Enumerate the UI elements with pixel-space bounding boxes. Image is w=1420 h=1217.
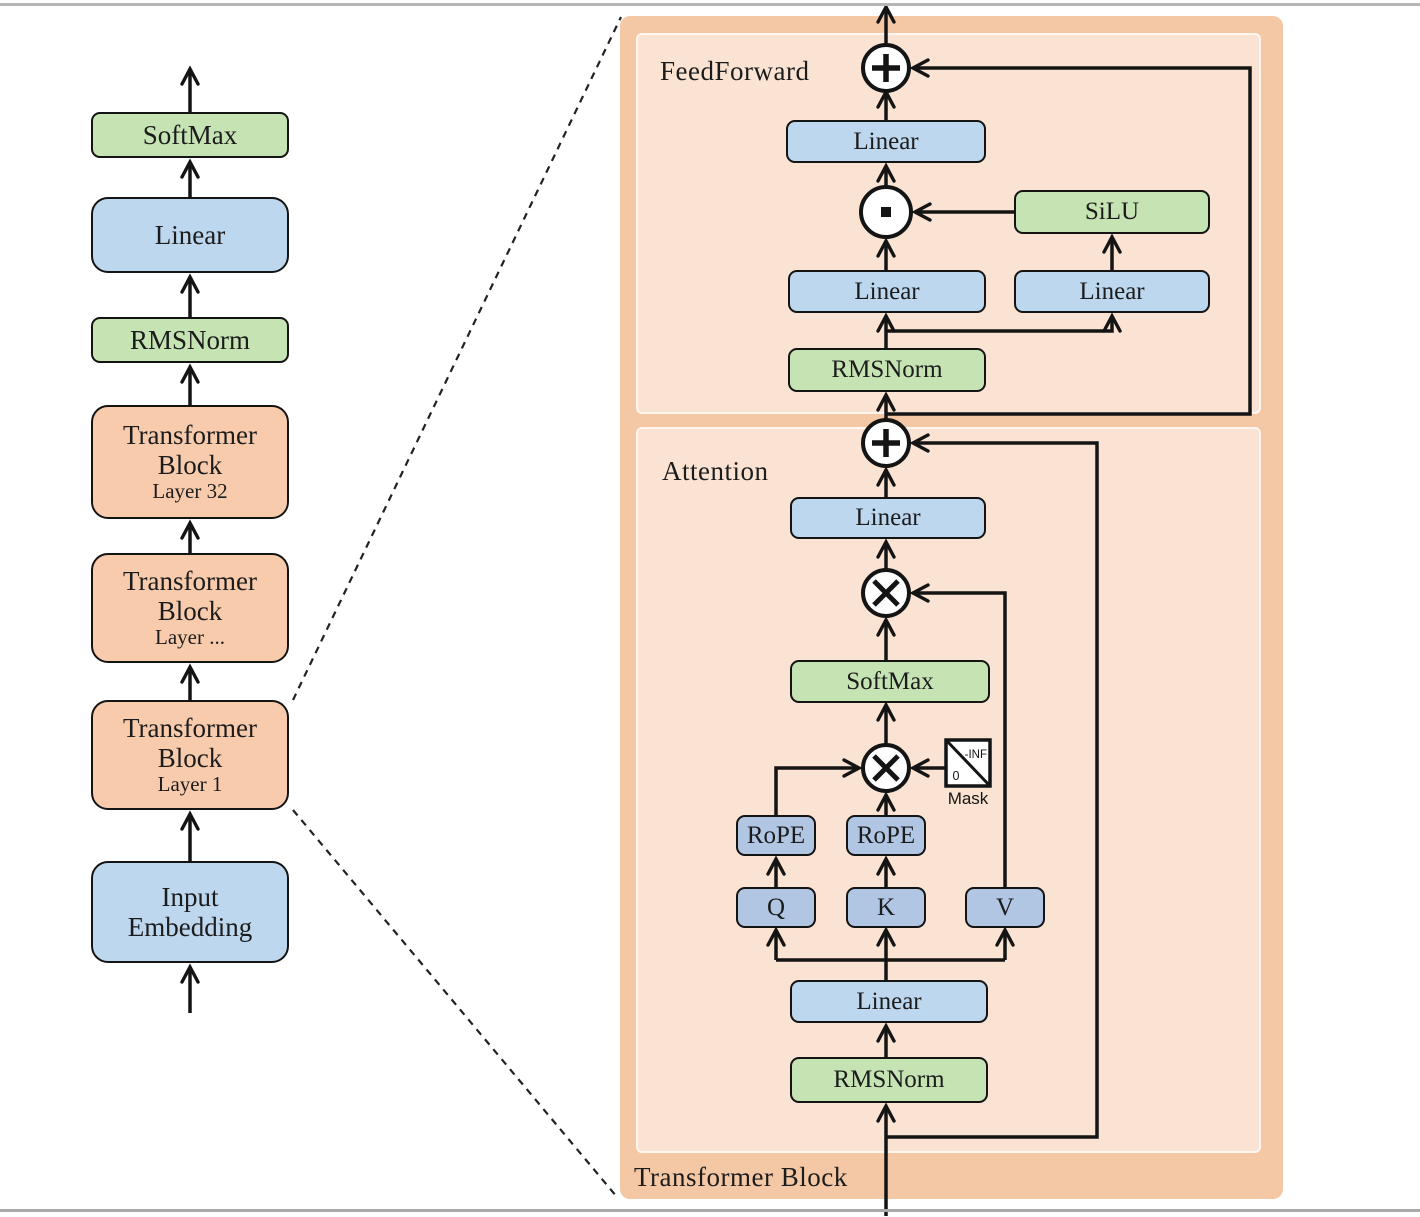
block1-line2: Block — [157, 743, 223, 774]
attn-k-box: K — [846, 887, 926, 928]
left-rmsnorm-label: RMSNorm — [129, 324, 251, 355]
ff-linear-up-label: Linear — [1079, 277, 1145, 305]
attn-v-label: V — [995, 893, 1015, 921]
attn-linear-out-box: Linear — [790, 497, 986, 539]
left-softmax-label: SoftMax — [142, 119, 238, 150]
ff-linear-gate-box: Linear — [788, 270, 986, 313]
ff-rmsnorm-label: RMSNorm — [831, 356, 943, 383]
ff-linear-out-label: Linear — [853, 127, 919, 155]
ff-rmsnorm-box: RMSNorm — [788, 348, 986, 392]
input-embedding-line1: Input — [161, 881, 219, 912]
left-input-embedding-box: Input Embedding — [91, 861, 289, 963]
blockmid-line1: Transformer — [123, 566, 257, 596]
feedforward-label: FeedForward — [660, 56, 810, 86]
ff-linear-out-box: Linear — [786, 120, 986, 163]
left-softmax-box: SoftMax — [91, 112, 289, 158]
attn-k-label: K — [876, 893, 896, 921]
attn-rope-q-box: RoPE — [736, 815, 816, 856]
left-transformer-block-32-box: Transformer Block Layer 32 — [91, 405, 289, 519]
left-linear-box: Linear — [91, 197, 289, 273]
attn-rope-k-label: RoPE — [856, 821, 916, 849]
attn-q-label: Q — [766, 893, 786, 921]
attn-linear-in-label: Linear — [856, 987, 922, 1015]
attn-softmax-label: SoftMax — [846, 667, 934, 695]
left-rmsnorm-box: RMSNorm — [91, 317, 289, 363]
ff-silu-box: SiLU — [1014, 190, 1210, 234]
left-transformer-block-mid-box: Transformer Block Layer ... — [91, 553, 289, 663]
left-transformer-block-1-box: Transformer Block Layer 1 — [91, 700, 289, 810]
block32-line3: Layer 32 — [152, 479, 228, 504]
zoom-guide-dashes — [292, 16, 622, 1198]
ff-linear-gate-label: Linear — [854, 277, 920, 305]
left-linear-label: Linear — [154, 219, 226, 250]
block1-line3: Layer 1 — [157, 772, 223, 797]
input-embedding-line2: Embedding — [127, 912, 253, 942]
transformer-block-label: Transformer Block — [634, 1162, 848, 1192]
blockmid-line2: Block — [157, 596, 223, 627]
attn-rmsnorm-label: RMSNorm — [833, 1066, 945, 1093]
frame-bottom-line — [0, 1209, 1420, 1212]
block32-line1: Transformer — [123, 420, 257, 450]
attn-softmax-box: SoftMax — [790, 660, 990, 703]
block1-line1: Transformer — [123, 713, 257, 743]
attn-q-box: Q — [736, 887, 816, 928]
attention-label: Attention — [662, 456, 769, 486]
frame-top-line — [0, 3, 1420, 6]
attn-linear-in-box: Linear — [790, 980, 988, 1023]
blockmid-line3: Layer ... — [155, 625, 225, 650]
attn-rope-q-label: RoPE — [746, 821, 806, 849]
block32-line2: Block — [157, 450, 223, 481]
ff-linear-up-box: Linear — [1014, 270, 1210, 313]
attn-linear-out-label: Linear — [855, 504, 921, 531]
attn-rope-k-box: RoPE — [846, 815, 926, 856]
ff-silu-label: SiLU — [1084, 198, 1140, 225]
attn-rmsnorm-box: RMSNorm — [790, 1057, 988, 1103]
attn-v-box: V — [965, 887, 1045, 928]
